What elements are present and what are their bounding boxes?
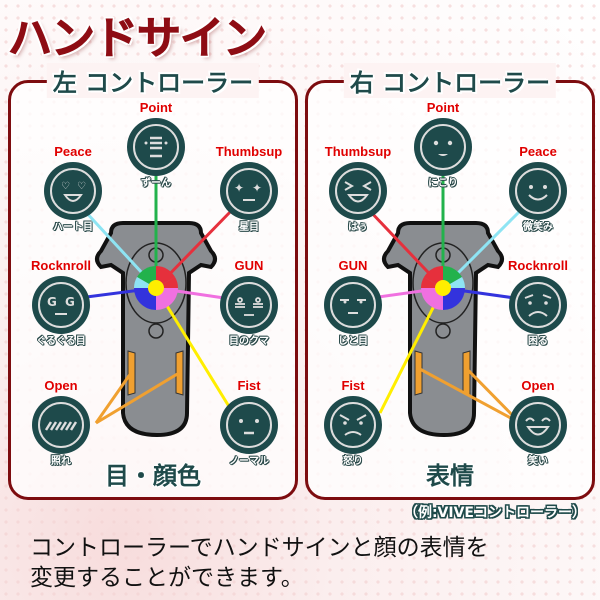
heart-eyes-face-icon: ♡♡	[44, 162, 102, 220]
controller-diagram	[70, 163, 235, 438]
expression-label: ノーマル	[229, 456, 269, 467]
node-point: Point ずーん	[116, 101, 196, 190]
expression-label: 困る	[528, 336, 548, 347]
gesture-label: Open	[44, 378, 78, 393]
node-peace: Peace 微笑み	[498, 145, 578, 234]
angry-face-icon	[324, 396, 382, 454]
description-line-2: 変更することができます。	[30, 565, 304, 591]
node-point: Point にこり	[403, 101, 483, 190]
controller-diagram	[363, 163, 524, 438]
expression-label: にこり	[428, 178, 458, 189]
expression-label: 照れ	[51, 456, 71, 467]
eye-bags-face-icon	[220, 276, 278, 334]
svg-text:♡: ♡	[61, 181, 70, 192]
svg-text:✦: ✦	[234, 181, 244, 195]
expression-label: 笑い	[528, 456, 548, 467]
normal-face-icon	[220, 396, 278, 454]
touchpad-color-wheel	[134, 266, 178, 310]
gesture-label: GUN	[338, 258, 368, 273]
gesture-label: Rocknroll	[508, 258, 568, 273]
svg-text:G: G	[65, 295, 75, 309]
gesture-label: Open	[521, 378, 555, 393]
smile-face-icon	[414, 118, 472, 176]
example-note: （例:VIVEコントローラー）	[403, 505, 586, 521]
squint-laugh-face-icon	[329, 162, 387, 220]
expression-label: じと目	[338, 336, 368, 347]
node-gun: GUN じと目	[313, 259, 393, 348]
gesture-label: Point	[426, 100, 460, 115]
left-panel-footer: 目・顔色	[105, 461, 201, 490]
svg-text:✦: ✦	[252, 181, 262, 195]
half-eyes-face-icon	[324, 276, 382, 334]
node-open: Open 笑い	[498, 379, 578, 468]
gesture-label: Peace	[54, 144, 92, 159]
node-gun: GUN 目のクマ	[209, 259, 289, 348]
gesture-label: Peace	[519, 144, 557, 159]
expression-label: ぐるぐる目	[36, 336, 86, 347]
vive-controller-icon	[382, 221, 504, 438]
troubled-face-icon	[509, 276, 567, 334]
description-text: コントローラーでハンドサインと顔の表情を 変更することができます。	[30, 533, 489, 593]
page-title: ハンドサイン	[8, 13, 268, 65]
blush-face-icon	[32, 396, 90, 454]
expression-label: ずーん	[141, 178, 171, 189]
left-controller-panel: 左 コントローラー Point ずーん Peace ♡♡ ハート目 Thumbs…	[8, 63, 298, 500]
left-panel-title: 左 コントローラー	[46, 63, 260, 98]
node-rocknroll: Rocknroll 困る	[498, 259, 578, 348]
node-thumbsup: Thumbsup ✦✦ 星目	[209, 145, 289, 234]
expression-label: 星目	[239, 222, 259, 233]
right-panel-footer: 表情	[426, 461, 474, 490]
touchpad-color-wheel	[421, 266, 465, 310]
expression-label: 目のクマ	[229, 336, 269, 347]
node-peace: Peace ♡♡ ハート目	[33, 145, 113, 234]
laugh-face-icon	[509, 396, 567, 454]
expression-label: はぅ	[348, 222, 368, 233]
gesture-label: Rocknroll	[31, 258, 91, 273]
right-panel-title: 右 コントローラー	[343, 63, 557, 98]
gesture-label: Thumbsup	[215, 144, 283, 159]
star-eyes-face-icon: ✦✦	[220, 162, 278, 220]
node-thumbsup: Thumbsup はぅ	[318, 145, 398, 234]
svg-text:G: G	[47, 295, 57, 309]
gesture-label: Thumbsup	[324, 144, 392, 159]
gesture-label: Point	[139, 100, 173, 115]
expression-label: ハート目	[53, 222, 93, 233]
expression-label: 怒り	[343, 456, 363, 467]
gesture-label: GUN	[234, 258, 264, 273]
gentle-smile-face-icon	[509, 162, 567, 220]
expression-label: 微笑み	[523, 222, 553, 233]
right-controller-panel: 右 コントローラー Point にこり Thumbsup はぅ Peace 微笑…	[305, 63, 595, 500]
node-fist: Fist ノーマル	[209, 379, 289, 468]
svg-text:♡: ♡	[77, 181, 86, 192]
gesture-label: Fist	[237, 378, 261, 393]
node-open: Open 照れ	[21, 379, 101, 468]
node-fist: Fist 怒り	[313, 379, 393, 468]
gesture-label: Fist	[341, 378, 365, 393]
gloom-face-icon	[127, 118, 185, 176]
description-line-1: コントローラーでハンドサインと顔の表情を	[30, 535, 489, 561]
